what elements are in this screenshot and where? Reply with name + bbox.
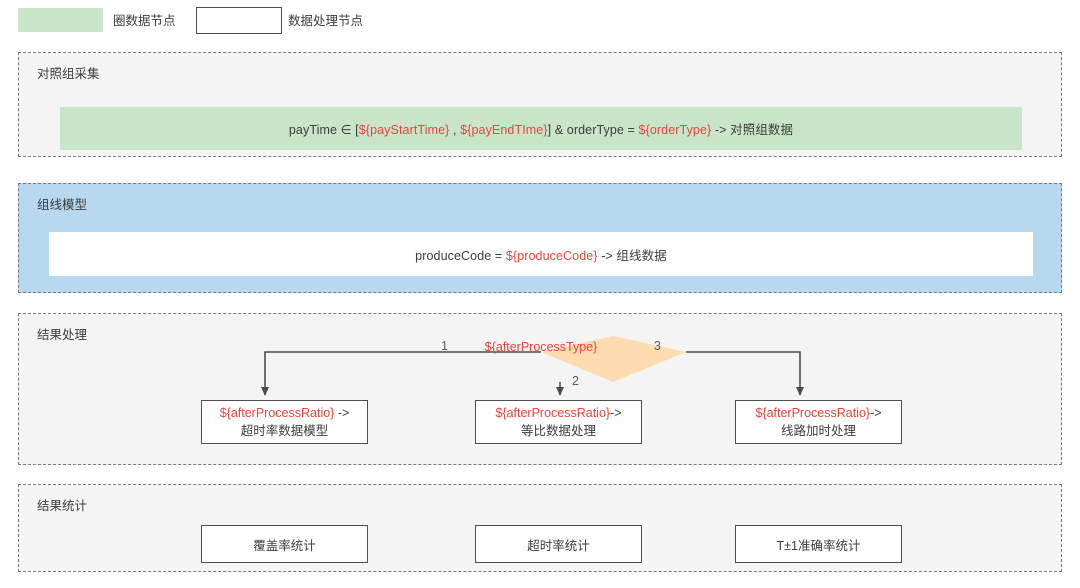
section-result-statistics: 结果统计 覆盖率统计 超时率统计 T±1准确率统计 [18,484,1062,572]
node-line-1: ${afterProcessRatio}-> [495,404,621,422]
node-arrow: -> [610,405,622,420]
legend-box-label: 数据处理节点 [288,14,364,28]
section-line-model-title: 组线模型 [37,198,88,212]
legend: 圈数据节点 数据处理节点 [0,0,1080,45]
node-line-2: 线路加时处理 [780,424,856,438]
stat-box-coverage-rate[interactable]: 覆盖率统计 [201,525,368,563]
stat-box-timeout-rate[interactable]: 超时率统计 [475,525,642,563]
stat-box-accuracy-rate[interactable]: T±1准确率统计 [735,525,902,563]
node-arrow: -> [870,405,882,420]
section-control-group-title: 对照组采集 [37,67,100,81]
section-result-processing: 结果处理 ${afterProcessRatio} -> 超时率数据模型 ${a… [18,313,1062,465]
edge-label-1: 1 [441,339,448,353]
expr-variable-producecode: ${produceCode} [505,248,598,263]
expr-variable-payendtime: ${payEndTIme} [460,123,548,137]
line-model-expression: produceCode = ${produceCode} -> 组线数据 [415,245,667,264]
node-arrow: -> [334,405,350,420]
node-variable: ${afterProcessRatio} [495,405,611,420]
edge-label-3: 3 [654,339,661,353]
control-group-data-node: payTime ∈ [${payStartTime} , ${payEndTIm… [60,107,1022,150]
legend-green-swatch-icon [18,8,103,32]
expr-variable-paystarttime: ${payStartTime} [358,123,450,137]
expr-part: -> 对照组数据 [711,123,794,137]
section-control-group: 对照组采集 payTime ∈ [${payStartTime} , ${pay… [18,52,1062,157]
control-group-expression: payTime ∈ [${payStartTime} , ${payEndTIm… [289,119,793,138]
section-line-model: 组线模型 produceCode = ${produceCode} -> 组线数… [18,183,1062,293]
expr-part: ] & orderType = [547,123,639,137]
edge-label-2: 2 [572,374,579,388]
node-timeout-rate-model[interactable]: ${afterProcessRatio} -> 超时率数据模型 [201,400,368,444]
node-line-1: ${afterProcessRatio}-> [755,404,881,422]
legend-box-swatch-icon [196,7,282,34]
line-model-process-node: produceCode = ${produceCode} -> 组线数据 [49,232,1033,276]
node-line-2: 超时率数据模型 [240,424,329,438]
expr-part: , [449,123,461,137]
node-variable: ${afterProcessRatio} [219,405,335,420]
node-proportional-processing[interactable]: ${afterProcessRatio}-> 等比数据处理 [475,400,642,444]
expr-part: produceCode = [415,248,506,263]
section-result-statistics-title: 结果统计 [37,499,88,513]
node-line-extra-time-processing[interactable]: ${afterProcessRatio}-> 线路加时处理 [735,400,902,444]
legend-green-label: 圈数据节点 [113,14,176,28]
node-line-1: ${afterProcessRatio} -> [220,404,350,422]
node-line-2: 等比数据处理 [520,424,596,438]
expr-part: payTime ∈ [ [288,123,359,137]
node-variable: ${afterProcessRatio} [755,405,871,420]
expr-variable-ordertype: ${orderType} [638,123,712,137]
expr-part: -> 组线数据 [597,248,667,263]
section-result-processing-title: 结果处理 [37,328,88,342]
